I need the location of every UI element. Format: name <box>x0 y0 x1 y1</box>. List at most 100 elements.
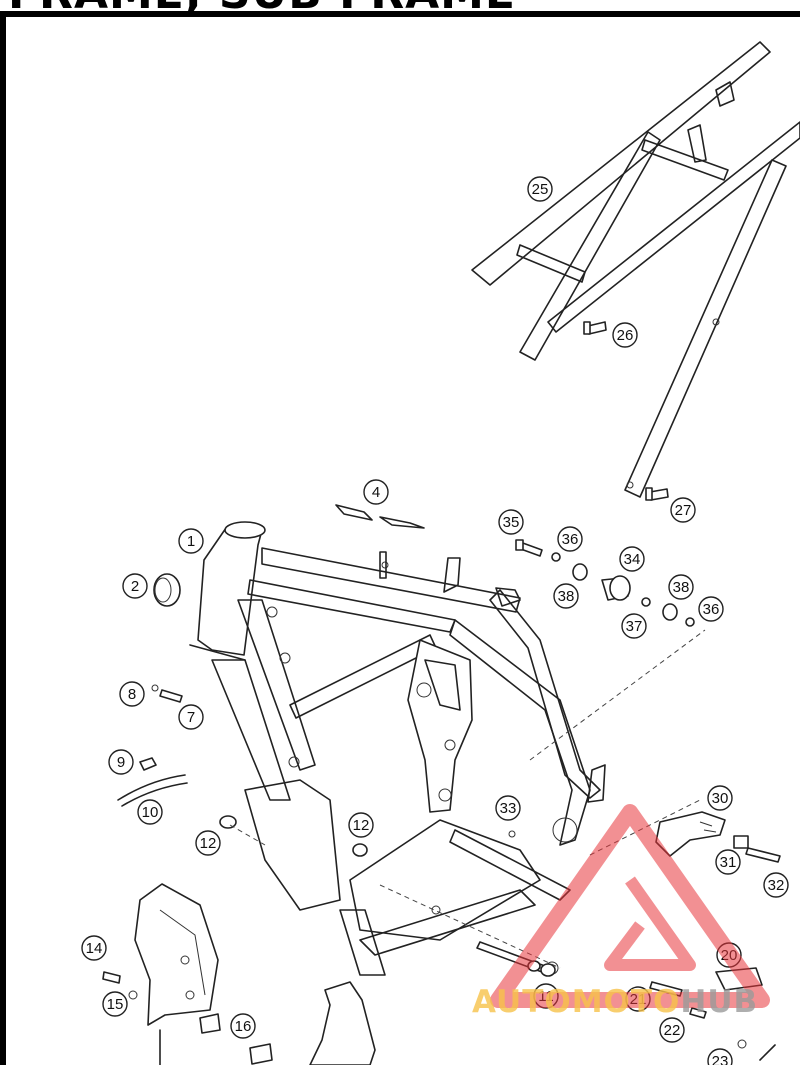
callout-20: 20 <box>716 942 742 968</box>
callout-circle <box>122 573 148 599</box>
callout-circle <box>178 704 204 730</box>
callout-37: 37 <box>621 613 647 639</box>
callout-circle <box>498 509 524 535</box>
callout-2: 2 <box>122 573 148 599</box>
cap-2-part <box>153 573 181 607</box>
callout-1: 1 <box>178 528 204 554</box>
callout-30: 30 <box>707 785 733 811</box>
callout-circle <box>102 991 128 1017</box>
callout-number: 4 <box>372 484 380 501</box>
callout-36: 36 <box>698 596 724 622</box>
callout-circle <box>348 812 374 838</box>
callout-number: 22 <box>664 1022 681 1039</box>
hose-10-part <box>117 774 188 807</box>
callout-9: 9 <box>108 749 134 775</box>
callout-27: 27 <box>670 497 696 523</box>
callout-38: 38 <box>553 583 579 609</box>
callout-8: 8 <box>119 681 145 707</box>
callout-number: 2 <box>131 578 139 595</box>
washer-8-part <box>151 684 159 692</box>
callout-31: 31 <box>715 849 741 875</box>
frame-protector-right-part <box>309 981 376 1065</box>
bolt-26-part <box>583 321 607 335</box>
callout-number: 37 <box>626 618 643 635</box>
callout-12: 12 <box>348 812 374 838</box>
callout-number: 11 <box>538 988 554 1005</box>
callout-11: 11 <box>533 983 559 1009</box>
callout-number: 30 <box>712 790 729 807</box>
callout-number: 12 <box>353 817 370 834</box>
callout-35: 35 <box>498 509 524 535</box>
callout-number: 14 <box>86 940 103 957</box>
callout-14: 14 <box>81 935 107 961</box>
callout-number: 25 <box>532 181 549 198</box>
callout-number: 12 <box>200 835 217 852</box>
callout-circle <box>619 546 645 572</box>
callout-22: 22 <box>659 1017 685 1043</box>
clip-9-part <box>139 757 157 771</box>
callout-33: 33 <box>495 795 521 821</box>
callout-number: 16 <box>235 1018 252 1035</box>
callout-32: 32 <box>763 872 789 898</box>
callout-number: 33 <box>500 800 517 817</box>
sticker-4-part <box>335 504 425 529</box>
callout-number: 34 <box>624 551 641 568</box>
callout-circle <box>108 749 134 775</box>
callout-circle <box>230 1013 256 1039</box>
callout-number: 1 <box>187 533 195 550</box>
callout-number: 38 <box>673 579 690 596</box>
callout-38: 38 <box>668 574 694 600</box>
callout-36: 36 <box>557 526 583 552</box>
callout-circle <box>668 574 694 600</box>
callout-25: 25 <box>527 176 553 202</box>
callout-12: 12 <box>195 830 221 856</box>
callout-number: 31 <box>720 854 737 871</box>
shock-mount-parts <box>515 539 695 627</box>
callout-number: 35 <box>503 514 520 531</box>
nut-12-part <box>219 815 368 857</box>
callout-number: 9 <box>117 754 125 771</box>
callout-number: 32 <box>768 877 785 894</box>
callout-number: 10 <box>142 804 159 821</box>
callout-number: 26 <box>617 327 634 344</box>
callout-circle <box>363 479 389 505</box>
callout-7: 7 <box>178 704 204 730</box>
callout-number: 21 <box>630 991 647 1008</box>
callout-circle <box>557 526 583 552</box>
callout-circle <box>707 1048 733 1065</box>
callout-21: 21 <box>625 986 651 1012</box>
callout-circle <box>178 528 204 554</box>
callout-number: 36 <box>703 601 720 618</box>
callout-circle <box>81 935 107 961</box>
callout-26: 26 <box>612 322 638 348</box>
callout-circle <box>698 596 724 622</box>
callout-circle <box>119 681 145 707</box>
screw-7-part <box>159 689 183 703</box>
frame-protector-part <box>102 883 273 1065</box>
callout-circle <box>659 1017 685 1043</box>
callout-number: 23 <box>712 1053 729 1065</box>
callout-number: 27 <box>675 502 692 519</box>
callout-23: 23 <box>707 1048 733 1065</box>
callout-circle <box>527 176 553 202</box>
callout-circle <box>553 583 579 609</box>
callout-number: 20 <box>721 947 738 964</box>
nut-33-part <box>508 830 516 838</box>
sub-frame-part <box>471 41 800 498</box>
callout-number: 8 <box>128 686 136 703</box>
callout-circle <box>621 613 647 639</box>
callout-10: 10 <box>137 799 163 825</box>
bolt-27-part <box>645 487 669 501</box>
callout-circle <box>195 830 221 856</box>
callout-number: 38 <box>558 588 575 605</box>
main-frame-part <box>189 521 606 976</box>
callout-number: 15 <box>107 996 124 1013</box>
callout-circle <box>612 322 638 348</box>
bolt-11-part <box>476 941 556 977</box>
callout-circle <box>137 799 163 825</box>
callout-circle <box>670 497 696 523</box>
callout-15: 15 <box>102 991 128 1017</box>
